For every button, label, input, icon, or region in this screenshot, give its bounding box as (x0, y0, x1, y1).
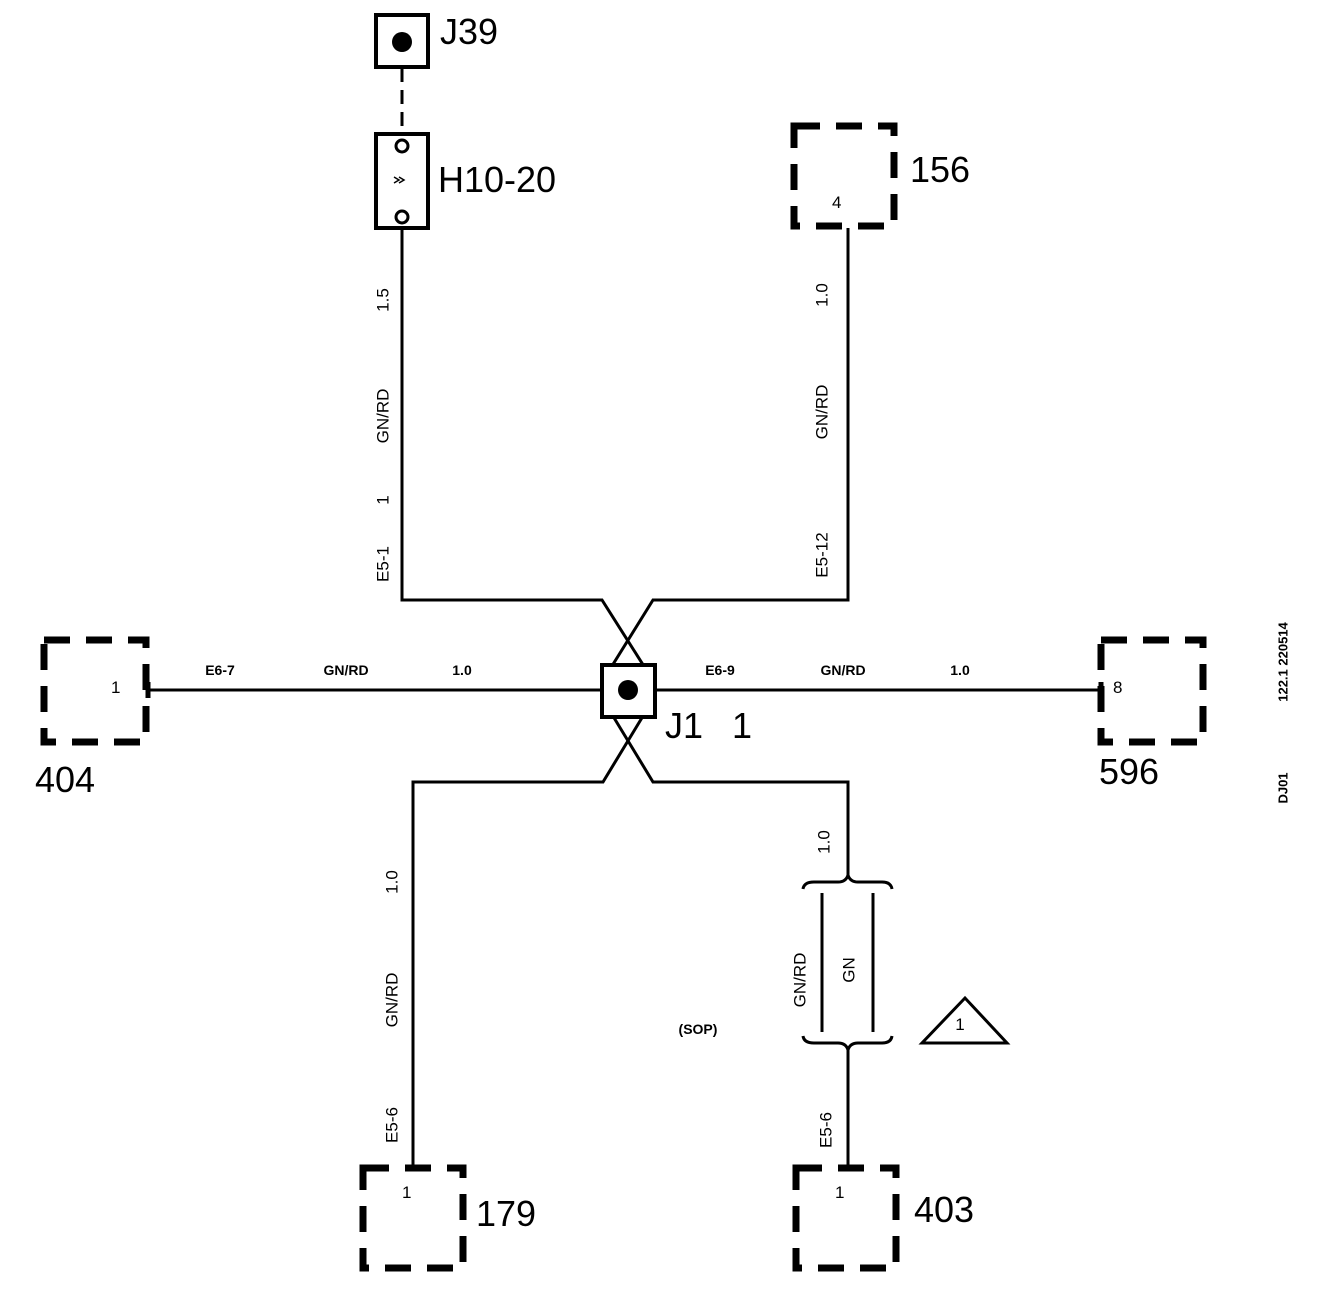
wire-left-conn: E6-7 (205, 662, 235, 678)
wires (145, 228, 1104, 1168)
c156-pin: 4 (832, 193, 841, 212)
note-triangle: 1 (918, 995, 1011, 1045)
connector-403: 1 403 (792, 1164, 974, 1272)
c596-pin: 8 (1113, 678, 1122, 697)
sop-note: (SOP) (679, 1021, 718, 1037)
wire-right-color: GN/RD (820, 662, 865, 678)
h10-20-label: H10-20 (438, 159, 556, 200)
sheet-id: DJ01 (1276, 772, 1291, 803)
wire-bottom-left-size: 1.0 (383, 870, 402, 894)
wire-right-size: 1.0 (950, 662, 970, 678)
wire-top-left-size: 1.5 (374, 288, 393, 312)
wire-bottom-right (600, 697, 850, 878)
wire-top-right-color: GN/RD (813, 385, 832, 440)
brace-bottom (801, 1035, 894, 1056)
wire-left-size: 1.0 (452, 662, 472, 678)
c179-pin: 1 (402, 1183, 411, 1202)
c156-label: 156 (910, 149, 970, 190)
wire-bottom-right-color-a: GN/RD (791, 953, 810, 1008)
wire-top-left (400, 228, 656, 683)
brace-top (801, 869, 894, 890)
j39-label: J39 (440, 11, 498, 52)
wire-right-conn: E6-9 (705, 662, 735, 678)
connector-404: 1 404 (35, 636, 150, 800)
connector-j39: J39 (374, 11, 498, 69)
wire-bottom-right-color-b: GN (840, 957, 859, 983)
j1-label: J1 (665, 705, 703, 746)
wire-top-right (600, 228, 850, 683)
connector-156: 4 156 (790, 122, 970, 230)
c179-label: 179 (476, 1193, 536, 1234)
wire-top-left-conn: E5-1 (374, 546, 393, 582)
c403-pin: 1 (835, 1183, 844, 1202)
fuse-h10-20: H10-20 (374, 132, 556, 230)
wire-bottom-right-size: 1.0 (815, 830, 834, 854)
c404-pin: 1 (111, 678, 120, 697)
wire-bottom-left-conn: E5-6 (383, 1107, 402, 1143)
wire-left-color: GN/RD (323, 662, 368, 678)
c403-label: 403 (914, 1189, 974, 1230)
wire-top-right-size: 1.0 (813, 283, 832, 307)
c404-label: 404 (35, 759, 95, 800)
connector-179: 1 179 (359, 1164, 536, 1272)
wire-bottom-left-color: GN/RD (383, 973, 402, 1028)
c596-label: 596 (1099, 751, 1159, 792)
wire-top-right-conn: E5-12 (813, 532, 832, 577)
drawing-id: 122.1 220514 (1276, 621, 1291, 701)
j1-pin: 1 (732, 705, 752, 746)
triangle-number: 1 (955, 1015, 964, 1034)
wire-bottom-left (411, 697, 656, 1168)
wire-bottom-right-conn: E5-6 (817, 1112, 836, 1148)
wire-top-left-pin: 1 (374, 495, 393, 504)
wire-top-left-color: GN/RD (374, 389, 393, 444)
splice-j1: J1 1 (600, 663, 752, 746)
connector-596: 8 596 (1097, 636, 1207, 792)
